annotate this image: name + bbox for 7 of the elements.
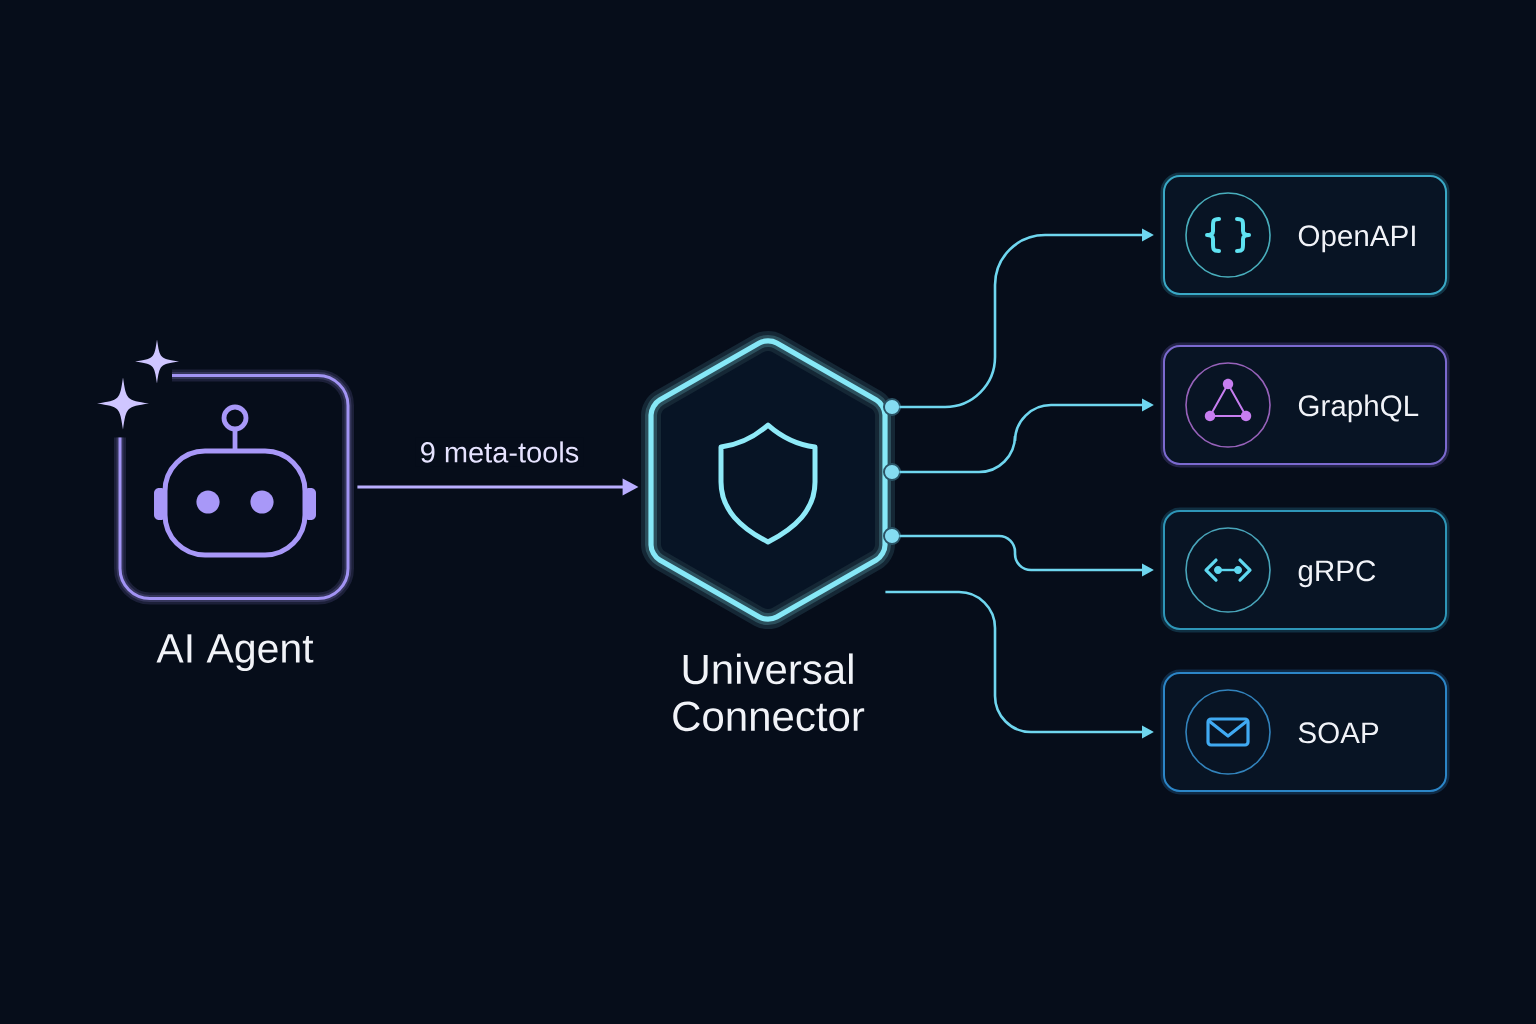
edge-label: 9 meta-tools bbox=[415, 437, 584, 467]
protocol-box: gRPC bbox=[1160, 507, 1450, 633]
protocol-box: SOAP bbox=[1160, 669, 1450, 795]
node-label: Universal Connector bbox=[673, 653, 865, 732]
protocol-box: OpenAPI bbox=[1160, 172, 1450, 298]
protocol-box: GraphQL bbox=[1160, 342, 1450, 468]
node-label: AI Agent bbox=[156, 634, 314, 671]
